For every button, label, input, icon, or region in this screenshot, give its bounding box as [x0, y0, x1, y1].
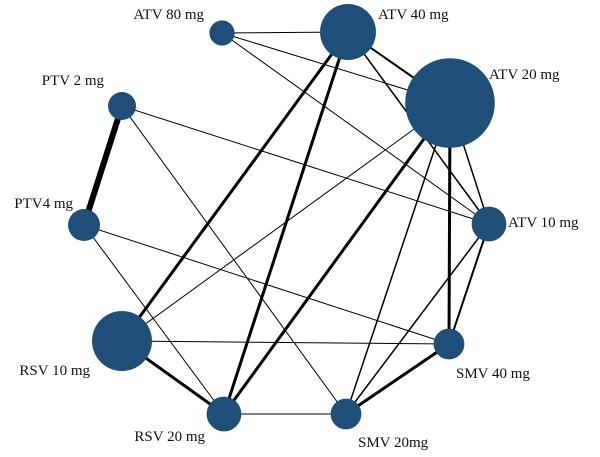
edge-atv20-rsv20 [222, 101, 452, 416]
node-ptv2 [108, 92, 136, 120]
edge-ptv4-smv40 [83, 224, 450, 345]
edge-smv40-smv20 [344, 342, 451, 416]
edge-ptv2-ptv4 [81, 103, 125, 228]
node-atv40 [320, 4, 376, 60]
edge-atv20-smv20 [345, 102, 451, 415]
edge-ptv2-smv20 [121, 105, 347, 415]
node-rsv20 [206, 396, 242, 432]
node-label-atv20: ATV 20 mg [489, 67, 560, 83]
edge-atv40-rsv10 [120, 30, 350, 343]
node-label-smv40: SMV 40 mg [456, 366, 530, 382]
node-atv80 [209, 20, 235, 46]
node-label-ptv2: PTV 2 mg [42, 73, 105, 89]
node-ptv4 [68, 209, 100, 241]
nodes-layer [68, 4, 507, 432]
node-label-atv10: ATV 10 mg [508, 215, 579, 231]
edge-ptv2-atv10 [121, 105, 490, 225]
node-label-ptv4: PTV4 mg [14, 196, 73, 212]
node-label-atv40: ATV 40 mg [378, 7, 449, 23]
node-atv10 [471, 206, 507, 242]
node-label-atv80: ATV 80 mg [133, 7, 204, 23]
edge-atv80-atv10 [221, 32, 490, 225]
node-smv40 [433, 328, 465, 360]
edge-atv10-smv40 [448, 223, 490, 345]
edge-ptv4-rsv20 [83, 224, 225, 415]
edge-atv40-rsv20 [222, 30, 350, 416]
edge-atv20-rsv10 [121, 102, 451, 342]
node-atv20 [405, 58, 495, 148]
node-label-rsv10: RSV 10 mg [19, 363, 90, 379]
node-label-smv20: SMV 20mg [358, 435, 429, 451]
node-rsv10 [92, 311, 152, 371]
node-smv20 [330, 398, 362, 430]
edge-atv10-smv20 [345, 223, 490, 415]
labels-layer: ATV 80 mg ATV 40 mg PTV 2 mg ATV 20 mg PTV4 … [14, 7, 579, 451]
edge-rsv10-smv40 [121, 340, 450, 345]
node-label-rsv20: RSV 20 mg [134, 429, 205, 445]
edges-layer [81, 30, 490, 416]
